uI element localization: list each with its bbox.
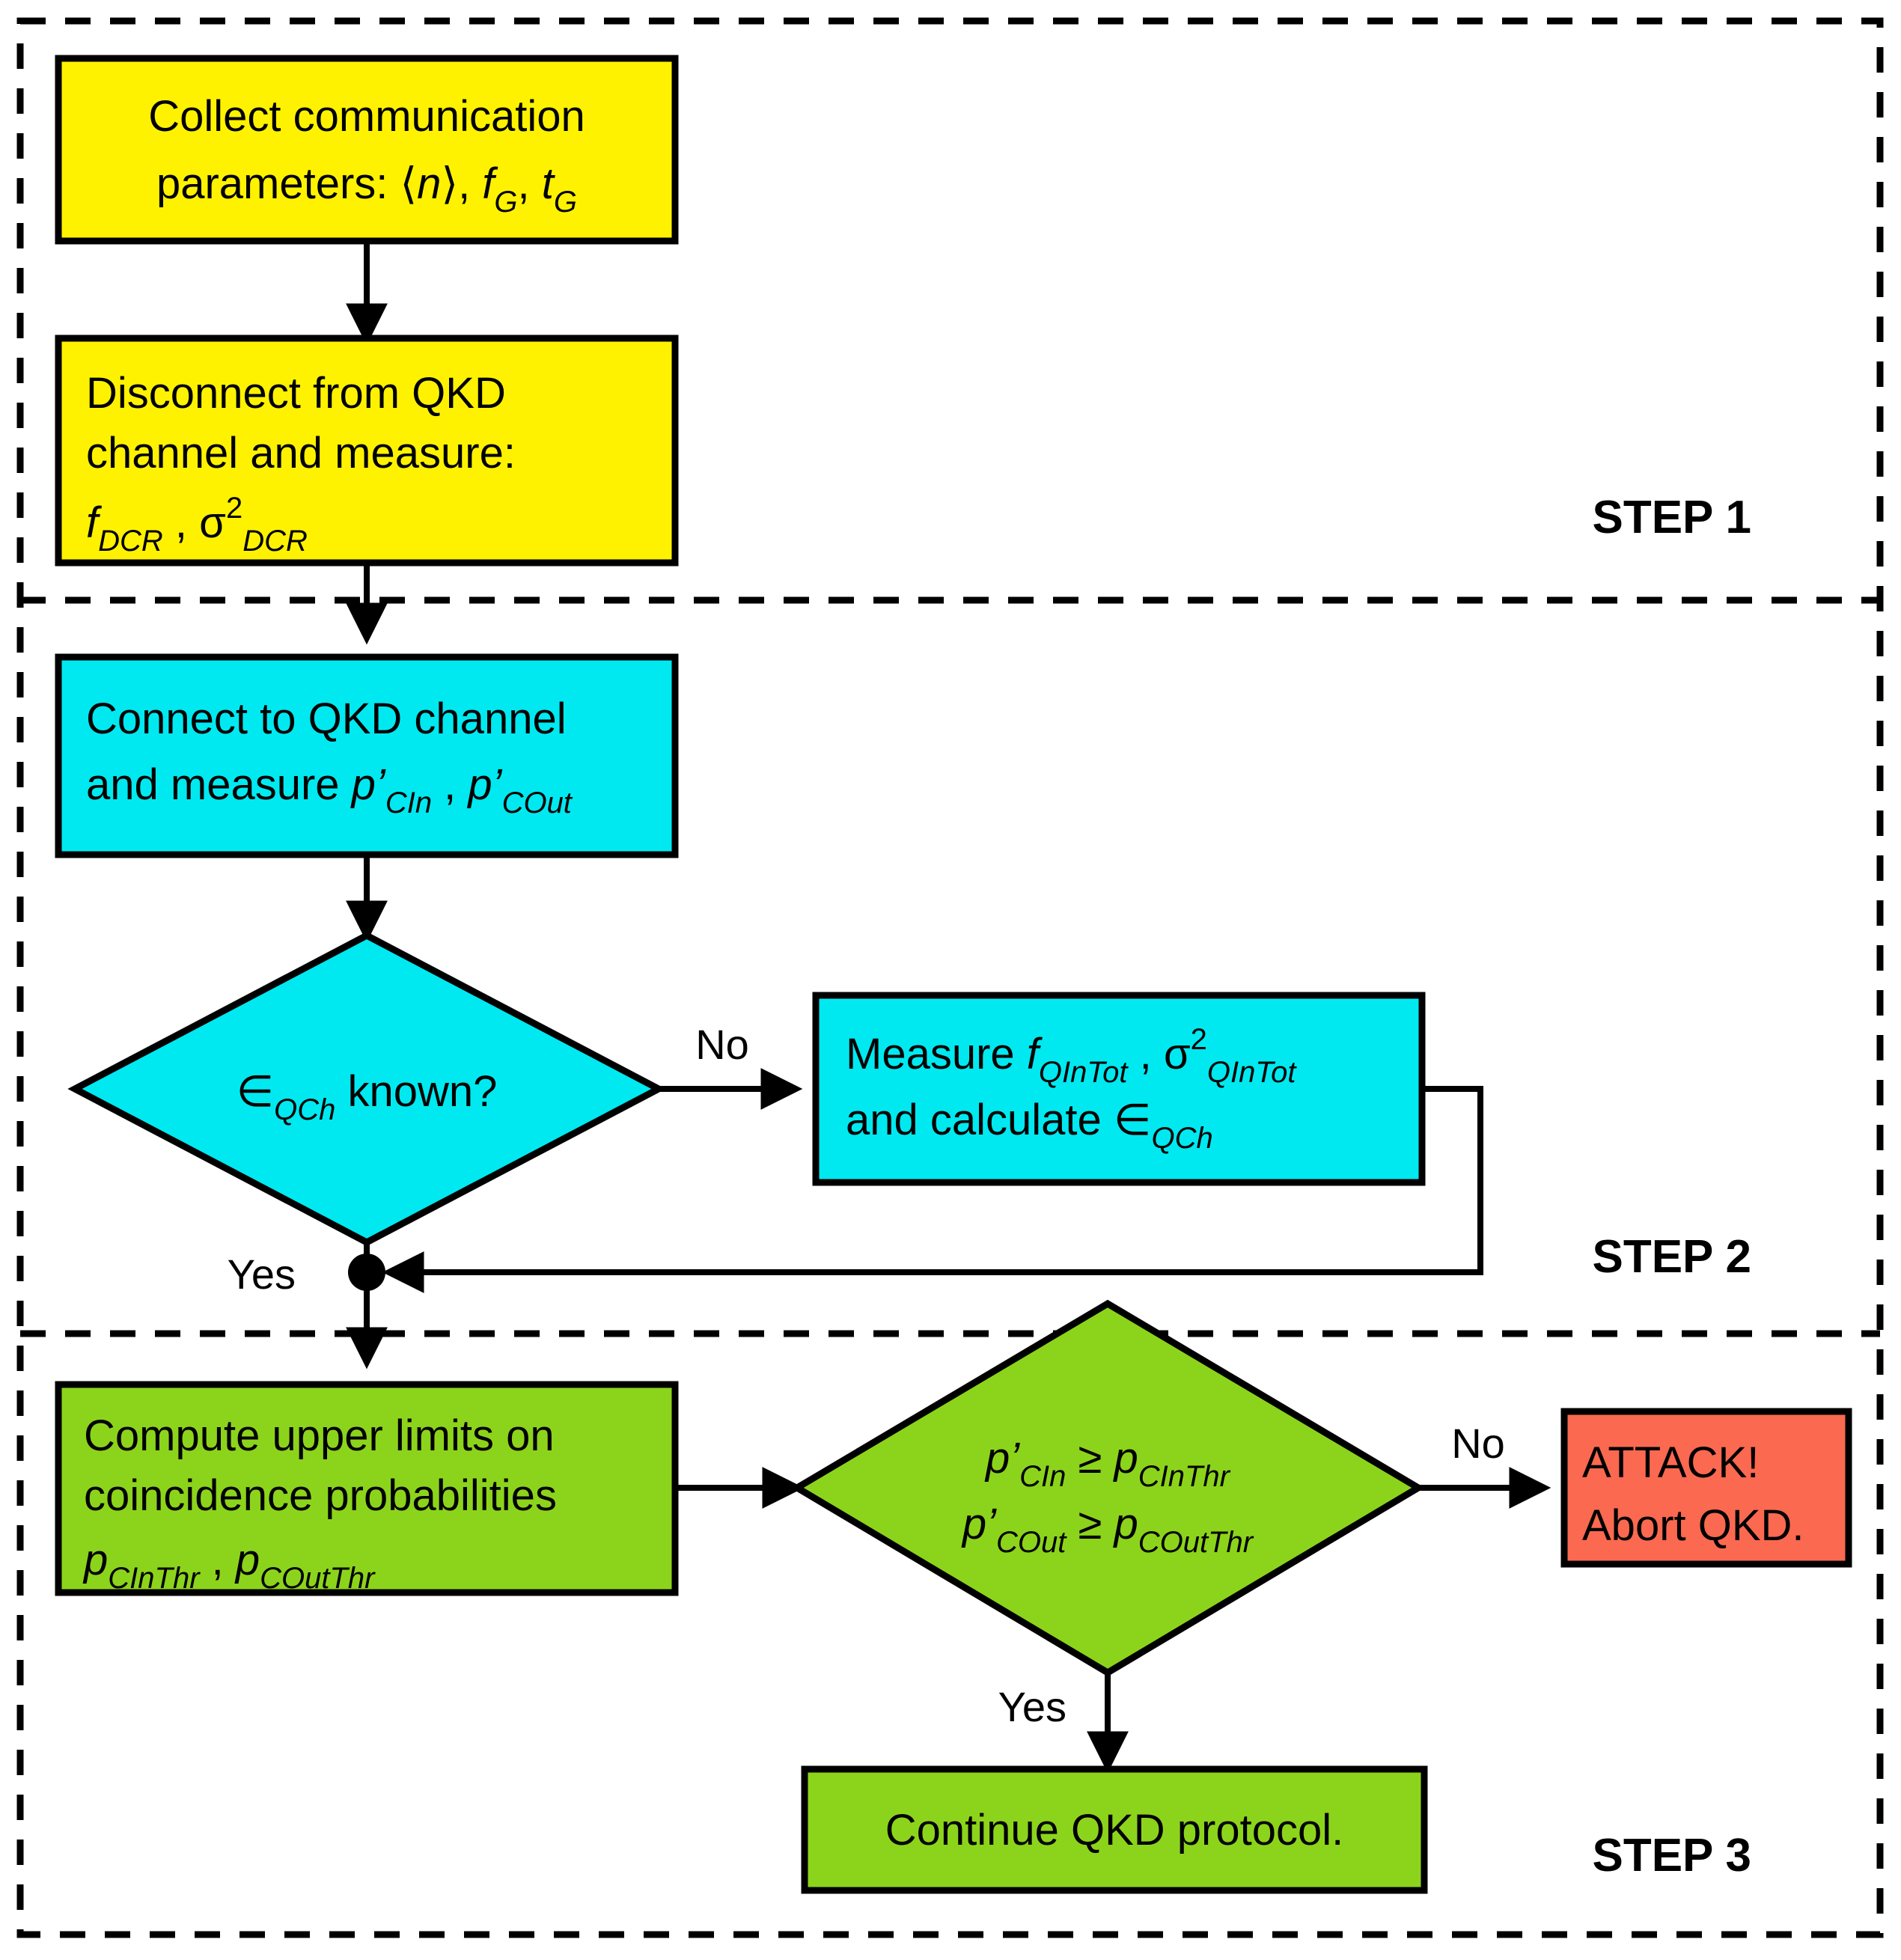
collect-params-box[interactable]: [55, 55, 679, 245]
node-compute-upper-limits[interactable]: Compute upper limits on coincidence prob…: [55, 1381, 679, 1596]
threshold-diamond[interactable]: [790, 1299, 1425, 1677]
attack-abort-box[interactable]: [1560, 1408, 1852, 1568]
node-disconnect-measure[interactable]: Disconnect from QKD channel and measure:…: [55, 335, 679, 567]
section-frame: [16, 17, 1884, 1938]
connectors: [346, 241, 1551, 1774]
compute-limits-line1: Compute upper limits on: [84, 1411, 555, 1460]
connect-measure-box[interactable]: [55, 653, 679, 858]
edge-label-no-step3: No: [1451, 1420, 1505, 1467]
node-collect-params[interactable]: Collect communication parameters: ⟨n⟩, f…: [55, 55, 679, 245]
node-threshold-decision[interactable]: p’CIn ≥ pCInThr p’COut ≥ pCOutThr: [790, 1299, 1425, 1677]
threshold-line2: p’COut ≥ pCOutThr: [961, 1500, 1254, 1559]
connect-measure-line1: Connect to QKD channel: [86, 694, 567, 743]
measure-calculate-box[interactable]: [812, 992, 1426, 1186]
step-label-2: STEP 2: [1592, 1231, 1751, 1283]
continue-protocol-box[interactable]: [801, 1765, 1428, 1894]
compute-limits-line2: coincidence probabilities: [84, 1471, 557, 1520]
edge-label-no-step2: No: [695, 1021, 749, 1068]
edge-measure-back-to-junction: [382, 1086, 1483, 1293]
attack-abort-line1: ATTACK!: [1582, 1438, 1759, 1487]
eqch-known-diamond[interactable]: [67, 931, 666, 1247]
connect-measure-line2: and measure p’CIn , p’COut: [86, 760, 573, 819]
disconnect-measure-box[interactable]: [55, 335, 679, 567]
continue-protocol-label: Continue QKD protocol.: [885, 1806, 1344, 1854]
disconnect-measure-line2: channel and measure:: [86, 429, 516, 477]
attack-abort-line2: Abort QKD.: [1582, 1501, 1804, 1550]
node-continue-protocol[interactable]: Continue QKD protocol.: [801, 1765, 1428, 1894]
compute-upper-limits-box[interactable]: [55, 1381, 679, 1596]
junction-dot: [348, 1254, 385, 1291]
node-attack-abort[interactable]: ATTACK! Abort QKD.: [1560, 1408, 1852, 1568]
edge-label-yes-step3: Yes: [998, 1683, 1067, 1730]
collect-params-line2: parameters: ⟨n⟩, fG, tG: [156, 159, 577, 219]
node-eqch-known-decision[interactable]: ∈QCh known?: [67, 931, 666, 1247]
measure-calculate-line2: and calculate ∈QCh: [846, 1096, 1213, 1155]
node-connect-measure[interactable]: Connect to QKD channel and measure p’CIn…: [55, 653, 679, 858]
edge-label-yes-step2: Yes: [228, 1251, 296, 1298]
disconnect-measure-line1: Disconnect from QKD: [86, 369, 506, 418]
eqch-known-label: ∈QCh known?: [237, 1067, 498, 1126]
collect-params-line1: Collect communication: [148, 92, 585, 141]
compute-limits-line3: pCInThr , pCOutThr: [82, 1536, 376, 1595]
measure-calculate-line1: Measure fQInTot , σ2QInTot: [846, 1023, 1297, 1089]
step-label-1: STEP 1: [1592, 492, 1751, 543]
step-label-3: STEP 3: [1592, 1830, 1751, 1881]
node-measure-calculate-eqch[interactable]: Measure fQInTot , σ2QInTot and calculate…: [812, 992, 1426, 1186]
threshold-line1: p’CIn ≥ pCInThr: [984, 1434, 1231, 1493]
